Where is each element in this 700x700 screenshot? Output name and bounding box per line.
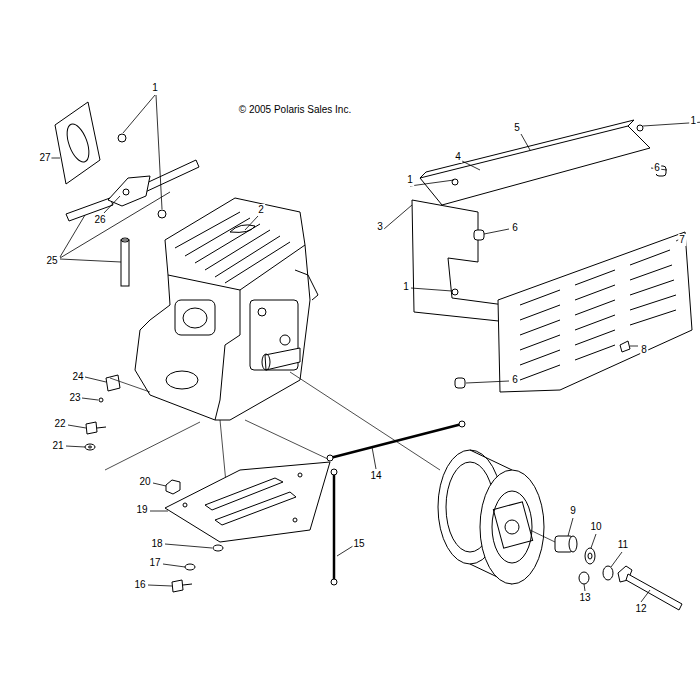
copyright-note: © 2005 Polaris Sales Inc. xyxy=(238,104,352,116)
callout-number: 8 xyxy=(640,344,648,356)
callout-number: 21 xyxy=(51,440,64,452)
callout-number: 2 xyxy=(257,204,265,216)
callout-number: 19 xyxy=(135,504,148,516)
callout-number: 11 xyxy=(617,539,629,551)
callout-number: 16 xyxy=(133,579,146,591)
callout-number: 20 xyxy=(138,476,151,488)
callout-number: 22 xyxy=(53,418,66,430)
callout-number: 12 xyxy=(634,603,647,615)
callout-number: 18 xyxy=(150,538,163,550)
callout-number: 1 xyxy=(402,281,410,293)
callout-number: 9 xyxy=(569,505,577,517)
callout-number: 5 xyxy=(513,122,521,134)
callout-number: 1 xyxy=(406,174,414,186)
callout-number: 1 xyxy=(689,115,697,127)
callout-number: 15 xyxy=(352,538,365,550)
callout-number: 25 xyxy=(45,255,58,267)
callout-number: 24 xyxy=(71,371,84,383)
callout-number: 6 xyxy=(511,222,519,234)
callout-number: 3 xyxy=(376,221,384,233)
callout-number: 14 xyxy=(369,470,382,482)
callout-number: 27 xyxy=(38,152,51,164)
callout-number: 6 xyxy=(511,374,519,386)
callout-number: 1 xyxy=(151,82,159,94)
callout-number: 4 xyxy=(454,151,462,163)
callout-number: 17 xyxy=(148,557,161,569)
callout-number: 23 xyxy=(68,392,81,404)
callout-number: 13 xyxy=(578,592,591,604)
callout-number: 6 xyxy=(653,162,661,174)
callout-number: 10 xyxy=(589,521,602,533)
callout-number: 26 xyxy=(93,214,106,226)
callout-number: 7 xyxy=(678,234,686,246)
